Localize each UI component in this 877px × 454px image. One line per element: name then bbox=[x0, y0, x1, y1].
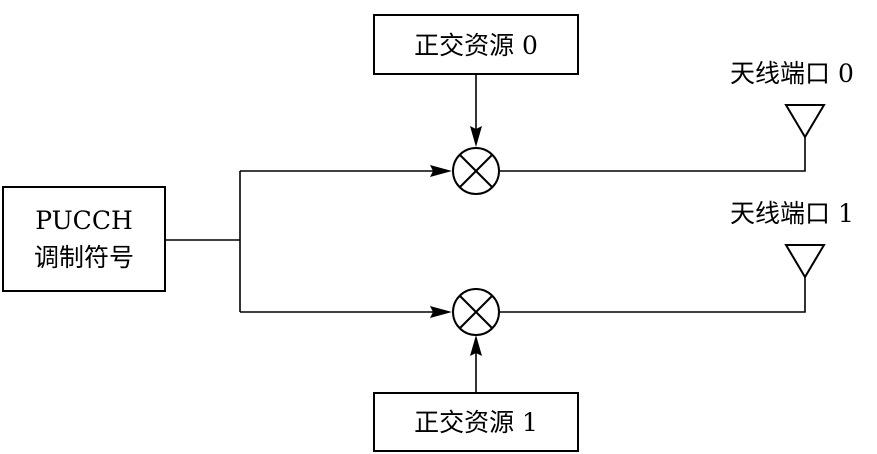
output-wire-0 bbox=[499, 137, 806, 172]
antenna-0-icon bbox=[784, 104, 826, 139]
antenna-port-1: 天线端口 1 bbox=[730, 199, 854, 279]
orthogonal-resource-1-box bbox=[373, 392, 579, 452]
resource-1-arrow bbox=[470, 335, 482, 356]
branch-arrow-1 bbox=[430, 306, 452, 318]
mixer-0 bbox=[452, 147, 500, 195]
split-wires bbox=[165, 165, 452, 318]
orthogonal-resource-0-block: 正交资源 0 bbox=[373, 14, 579, 147]
multiplier-0-cross-b bbox=[459, 154, 493, 188]
antenna-port-0-label: 天线端口 0 bbox=[730, 59, 854, 88]
branch-arrow-0 bbox=[430, 165, 452, 177]
orthogonal-resource-1-label: 正交资源 1 bbox=[414, 408, 538, 437]
output-wires bbox=[499, 137, 806, 313]
antenna-1-icon bbox=[784, 244, 826, 279]
pucch-symbol-block: PUCCH 调制符号 bbox=[2, 186, 166, 292]
modulation-symbol-label: 调制符号 bbox=[34, 243, 134, 272]
pucch-label: PUCCH bbox=[35, 206, 133, 235]
multiplier-1-cross-b bbox=[459, 295, 493, 329]
orthogonal-resource-0-box bbox=[373, 14, 579, 75]
orthogonal-resource-1-block: 正交资源 1 bbox=[373, 335, 579, 452]
antenna-port-0: 天线端口 0 bbox=[730, 59, 854, 139]
output-wire-1 bbox=[499, 277, 806, 313]
resource-0-arrow bbox=[470, 126, 482, 147]
orthogonal-resource-0-label: 正交资源 0 bbox=[414, 31, 538, 60]
mixer-1 bbox=[452, 288, 500, 336]
antenna-port-1-label: 天线端口 1 bbox=[730, 199, 854, 228]
pucch-symbol-box bbox=[2, 186, 166, 292]
